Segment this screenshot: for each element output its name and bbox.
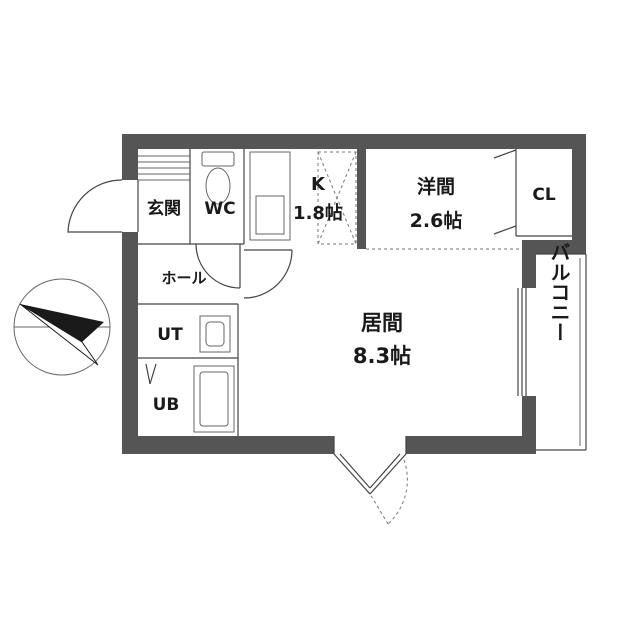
wall-bottom-right	[406, 436, 536, 454]
bay-window	[333, 436, 407, 495]
label-ut: UT	[157, 325, 183, 345]
wc-door	[195, 243, 241, 289]
wall-youma-left	[357, 149, 366, 249]
label-balcony: バルコニー	[547, 242, 571, 342]
wall-right-upper	[572, 134, 586, 254]
label-ima: 居間	[361, 311, 403, 335]
bay-door-swing	[369, 459, 408, 525]
genkan-shoe-rack	[138, 155, 190, 181]
hall-door	[243, 249, 293, 299]
label-kitchen-size: 1.8帖	[293, 202, 343, 224]
label-wc: WC	[204, 199, 235, 219]
entrance-door	[67, 179, 139, 233]
ub-door-mark	[145, 363, 157, 385]
balcony-outline	[536, 253, 587, 451]
wall-top	[122, 134, 586, 149]
label-ima-size: 8.3帖	[353, 344, 411, 368]
outer-walls	[122, 134, 586, 454]
label-cl: CL	[532, 185, 555, 205]
washbasin-icon	[199, 315, 231, 353]
kitchen-counter	[249, 151, 291, 241]
toilet-icon	[201, 151, 235, 205]
label-kitchen: K	[311, 174, 326, 195]
label-youma-size: 2.6帖	[410, 209, 463, 232]
label-youma: 洋間	[417, 175, 455, 198]
wall-left-lower	[122, 232, 138, 454]
north-arrow-icon	[13, 278, 111, 376]
wall-left-upper	[122, 134, 138, 180]
label-genkan: 玄関	[147, 198, 181, 219]
label-hall: ホール	[161, 269, 206, 287]
wall-balcony-top	[522, 240, 586, 254]
wall-bottom-left	[122, 436, 334, 454]
bathtub-icon	[193, 365, 235, 433]
interior-walls	[138, 149, 572, 436]
balcony-window	[517, 288, 527, 396]
label-ub: UB	[153, 395, 180, 415]
stove-area	[317, 151, 357, 245]
closet-doors	[493, 149, 517, 235]
wall-right-mid-upper	[522, 240, 536, 288]
